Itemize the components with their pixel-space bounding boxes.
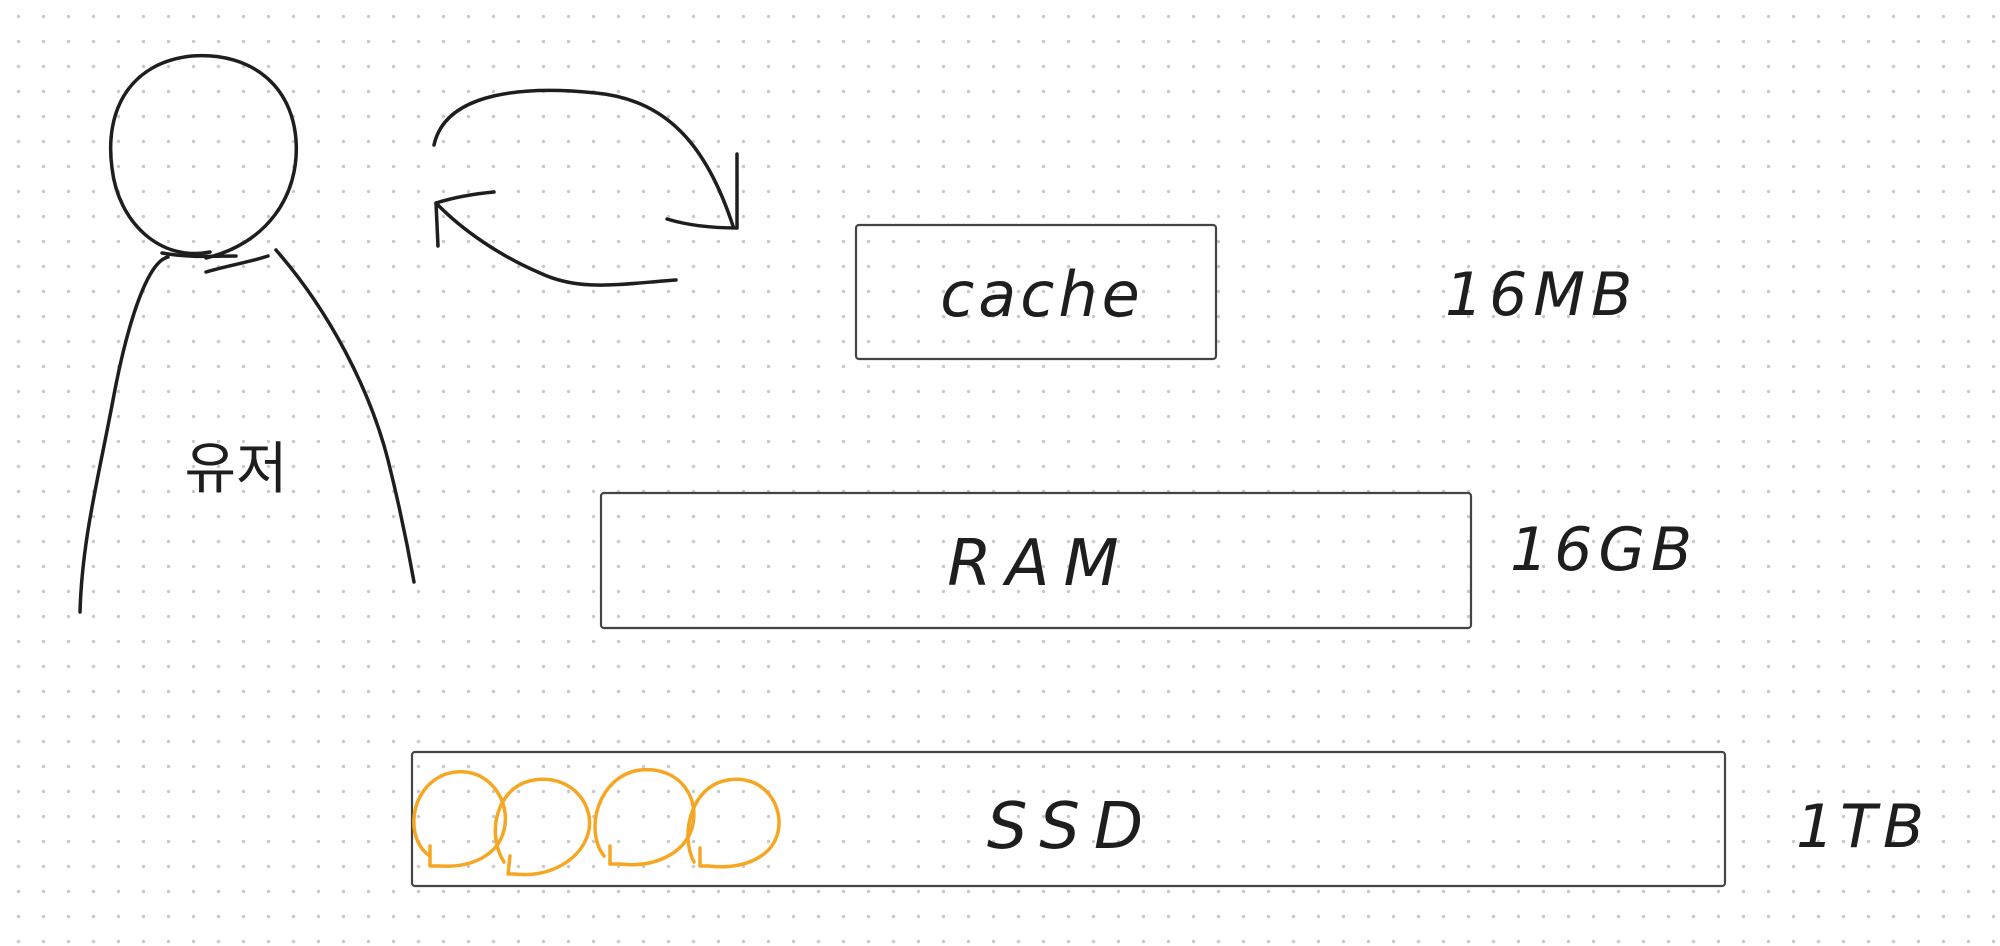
user-chin-stroke [160, 251, 238, 259]
user-body-right-icon [274, 248, 416, 584]
ssd-box [410, 750, 1727, 888]
user-head-icon [109, 53, 299, 260]
ssd-layer: SSD 1TB [410, 750, 1930, 888]
exchange-arrows-icon [432, 88, 739, 287]
cache-capacity: 16MB [1445, 260, 1638, 330]
user-label: 유저 [184, 437, 287, 502]
cache-box [854, 223, 1218, 361]
orange-loop-scribble-icon [412, 768, 781, 877]
ssd-capacity: 1TB [1796, 792, 1930, 862]
ram-label: RAM [947, 527, 1132, 601]
ram-layer: RAM 16GB [599, 491, 1698, 630]
cache-label: cache [940, 258, 1144, 331]
ram-capacity: 16GB [1510, 515, 1698, 585]
user-body-left-icon [78, 255, 170, 614]
cache-layer: cache 16MB [854, 223, 1638, 361]
ram-box [599, 491, 1473, 630]
user-neck-tick [204, 254, 270, 274]
user-figure: 유저 [78, 53, 416, 614]
ssd-label: SSD [987, 790, 1157, 864]
